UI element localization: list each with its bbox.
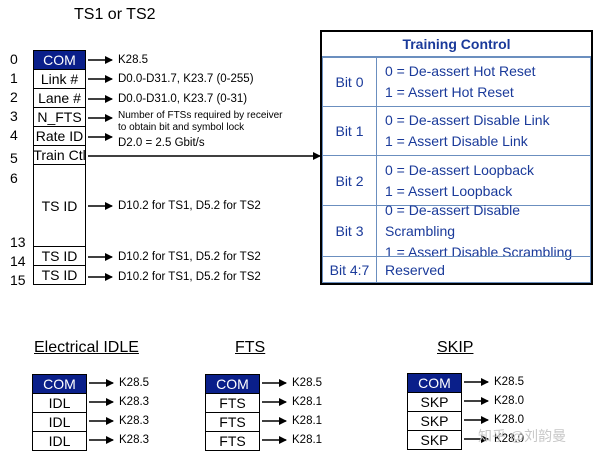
ts-tsid-note: D10.2 for TS1, D5.2 for TS2: [118, 200, 261, 212]
eidle-note: K28.3: [119, 415, 150, 427]
skip-note: K28.0: [494, 395, 525, 407]
tc-bit-desc-line: 1 = Assert Disable Scrambling: [385, 243, 573, 260]
ts-com-cell: COM: [33, 50, 86, 70]
row-number: 2: [10, 89, 18, 105]
row-number: 3: [10, 108, 18, 124]
skip-title: SKIP: [437, 339, 474, 356]
ts-rateid-note: D2.0 = 2.5 Gbit/s: [118, 137, 205, 149]
tc-bit-desc-line: 1 = Assert Disable Link: [385, 133, 528, 149]
tc-bit-desc: 0 = De-assert Disable Link 1 = Assert Di…: [376, 106, 591, 156]
tc-bit-desc-line: 0 = De-assert Loopback: [385, 161, 535, 178]
tc-bit-desc-line: 0 = De-assert Hot Reset: [385, 63, 536, 79]
fts-note: K28.5: [292, 377, 323, 389]
eidle-idl-cell: IDL: [32, 431, 87, 451]
tc-bit-desc-line: 0 = De-assert Disable Scrambling: [385, 201, 521, 239]
skip-note: K28.0: [494, 414, 525, 426]
tc-bit-desc-line: 1 = Assert Hot Reset: [385, 84, 514, 100]
skip-skp-cell: SKP: [407, 392, 462, 412]
tc-bit-desc-line: 1 = Assert Loopback: [385, 182, 513, 199]
row-number: 5: [10, 150, 18, 166]
ts-tsid-15-note: D10.2 for TS1, D5.2 for TS2: [118, 271, 261, 283]
fts-com-cell: COM: [205, 374, 260, 394]
tc-bit-label: Bit 2: [322, 155, 377, 206]
eidle-note: K28.3: [119, 434, 150, 446]
training-control-table: [320, 30, 593, 285]
tc-bit-desc-line: 0 = De-assert Disable Link: [385, 112, 550, 128]
skip-note: K28.5: [494, 376, 525, 388]
ts-link-note: D0.0-D31.7, K23.7 (0-255): [118, 73, 254, 85]
fts-fts-cell: FTS: [205, 431, 260, 451]
tc-bit-label: Bit 1: [322, 106, 377, 156]
eidle-idl-cell: IDL: [32, 393, 87, 413]
tc-bit-label: Bit 4:7: [322, 256, 377, 283]
row-number: 14: [10, 253, 26, 269]
row-number: 6: [10, 170, 18, 186]
fts-note: K28.1: [292, 396, 323, 408]
skip-com-cell: COM: [407, 373, 462, 393]
skip-skp-cell: SKP: [407, 411, 462, 431]
tc-bit-desc-line: Reserved: [385, 261, 445, 278]
skip-note: K28.0: [494, 433, 525, 445]
tc-bit-label: Bit 3: [322, 205, 377, 257]
ts-nfts-note-line1: Number of FTSs required by receiver: [118, 110, 283, 121]
fts-fts-cell: FTS: [205, 393, 260, 413]
ts-lane-cell: Lane #: [33, 88, 86, 108]
ts-tsid-14-cell: TS ID: [33, 246, 86, 266]
ts-lane-note: D0.0-D31.0, K23.7 (0-31): [118, 93, 248, 105]
ts-tsid-block: TS ID: [33, 164, 86, 247]
ts-rateid-cell: Rate ID: [33, 126, 86, 146]
ts-nfts-cell: N_FTS: [33, 107, 86, 127]
tc-bit-desc: Reserved: [376, 256, 591, 283]
fts-note: K28.1: [292, 434, 323, 446]
watermark-text: 知乎 @刘韵曼: [478, 428, 567, 444]
row-number: 4: [10, 127, 18, 143]
row-number: 13: [10, 234, 26, 250]
ts-nfts-note-line2: to obtain bit and symbol lock: [118, 122, 245, 133]
row-number: 0: [10, 51, 18, 67]
fts-title: FTS: [235, 339, 266, 356]
tc-bit-desc: 0 = De-assert Disable Scrambling 1 = Ass…: [376, 202, 591, 260]
ts-tsid-14-note: D10.2 for TS1, D5.2 for TS2: [118, 251, 261, 263]
row-number: 15: [10, 272, 26, 288]
ts-link-cell: Link #: [33, 69, 86, 89]
fts-note: K28.1: [292, 415, 323, 427]
skip-skp-cell: SKP: [407, 430, 462, 450]
row-number: 1: [10, 70, 18, 86]
ts-trainctl-cell: Train Ctl: [33, 145, 86, 165]
tc-bit-desc: 0 = De-assert Loopback 1 = Assert Loopba…: [376, 155, 591, 206]
fts-fts-cell: FTS: [205, 412, 260, 432]
eidle-note: K28.5: [119, 377, 150, 389]
eidle-com-cell: COM: [32, 374, 87, 394]
ts-title: TS1 or TS2: [74, 6, 156, 23]
training-control-title: Training Control: [322, 32, 591, 57]
tc-bit-label: Bit 0: [322, 57, 377, 107]
eidle-note: K28.3: [119, 396, 150, 408]
ts-com-note: K28.5: [118, 54, 149, 66]
electrical-idle-title: Electrical IDLE: [34, 339, 139, 356]
eidle-idl-cell: IDL: [32, 412, 87, 432]
tc-bit-desc: 0 = De-assert Hot Reset 1 = Assert Hot R…: [376, 57, 591, 107]
ts-tsid-15-cell: TS ID: [33, 265, 86, 285]
